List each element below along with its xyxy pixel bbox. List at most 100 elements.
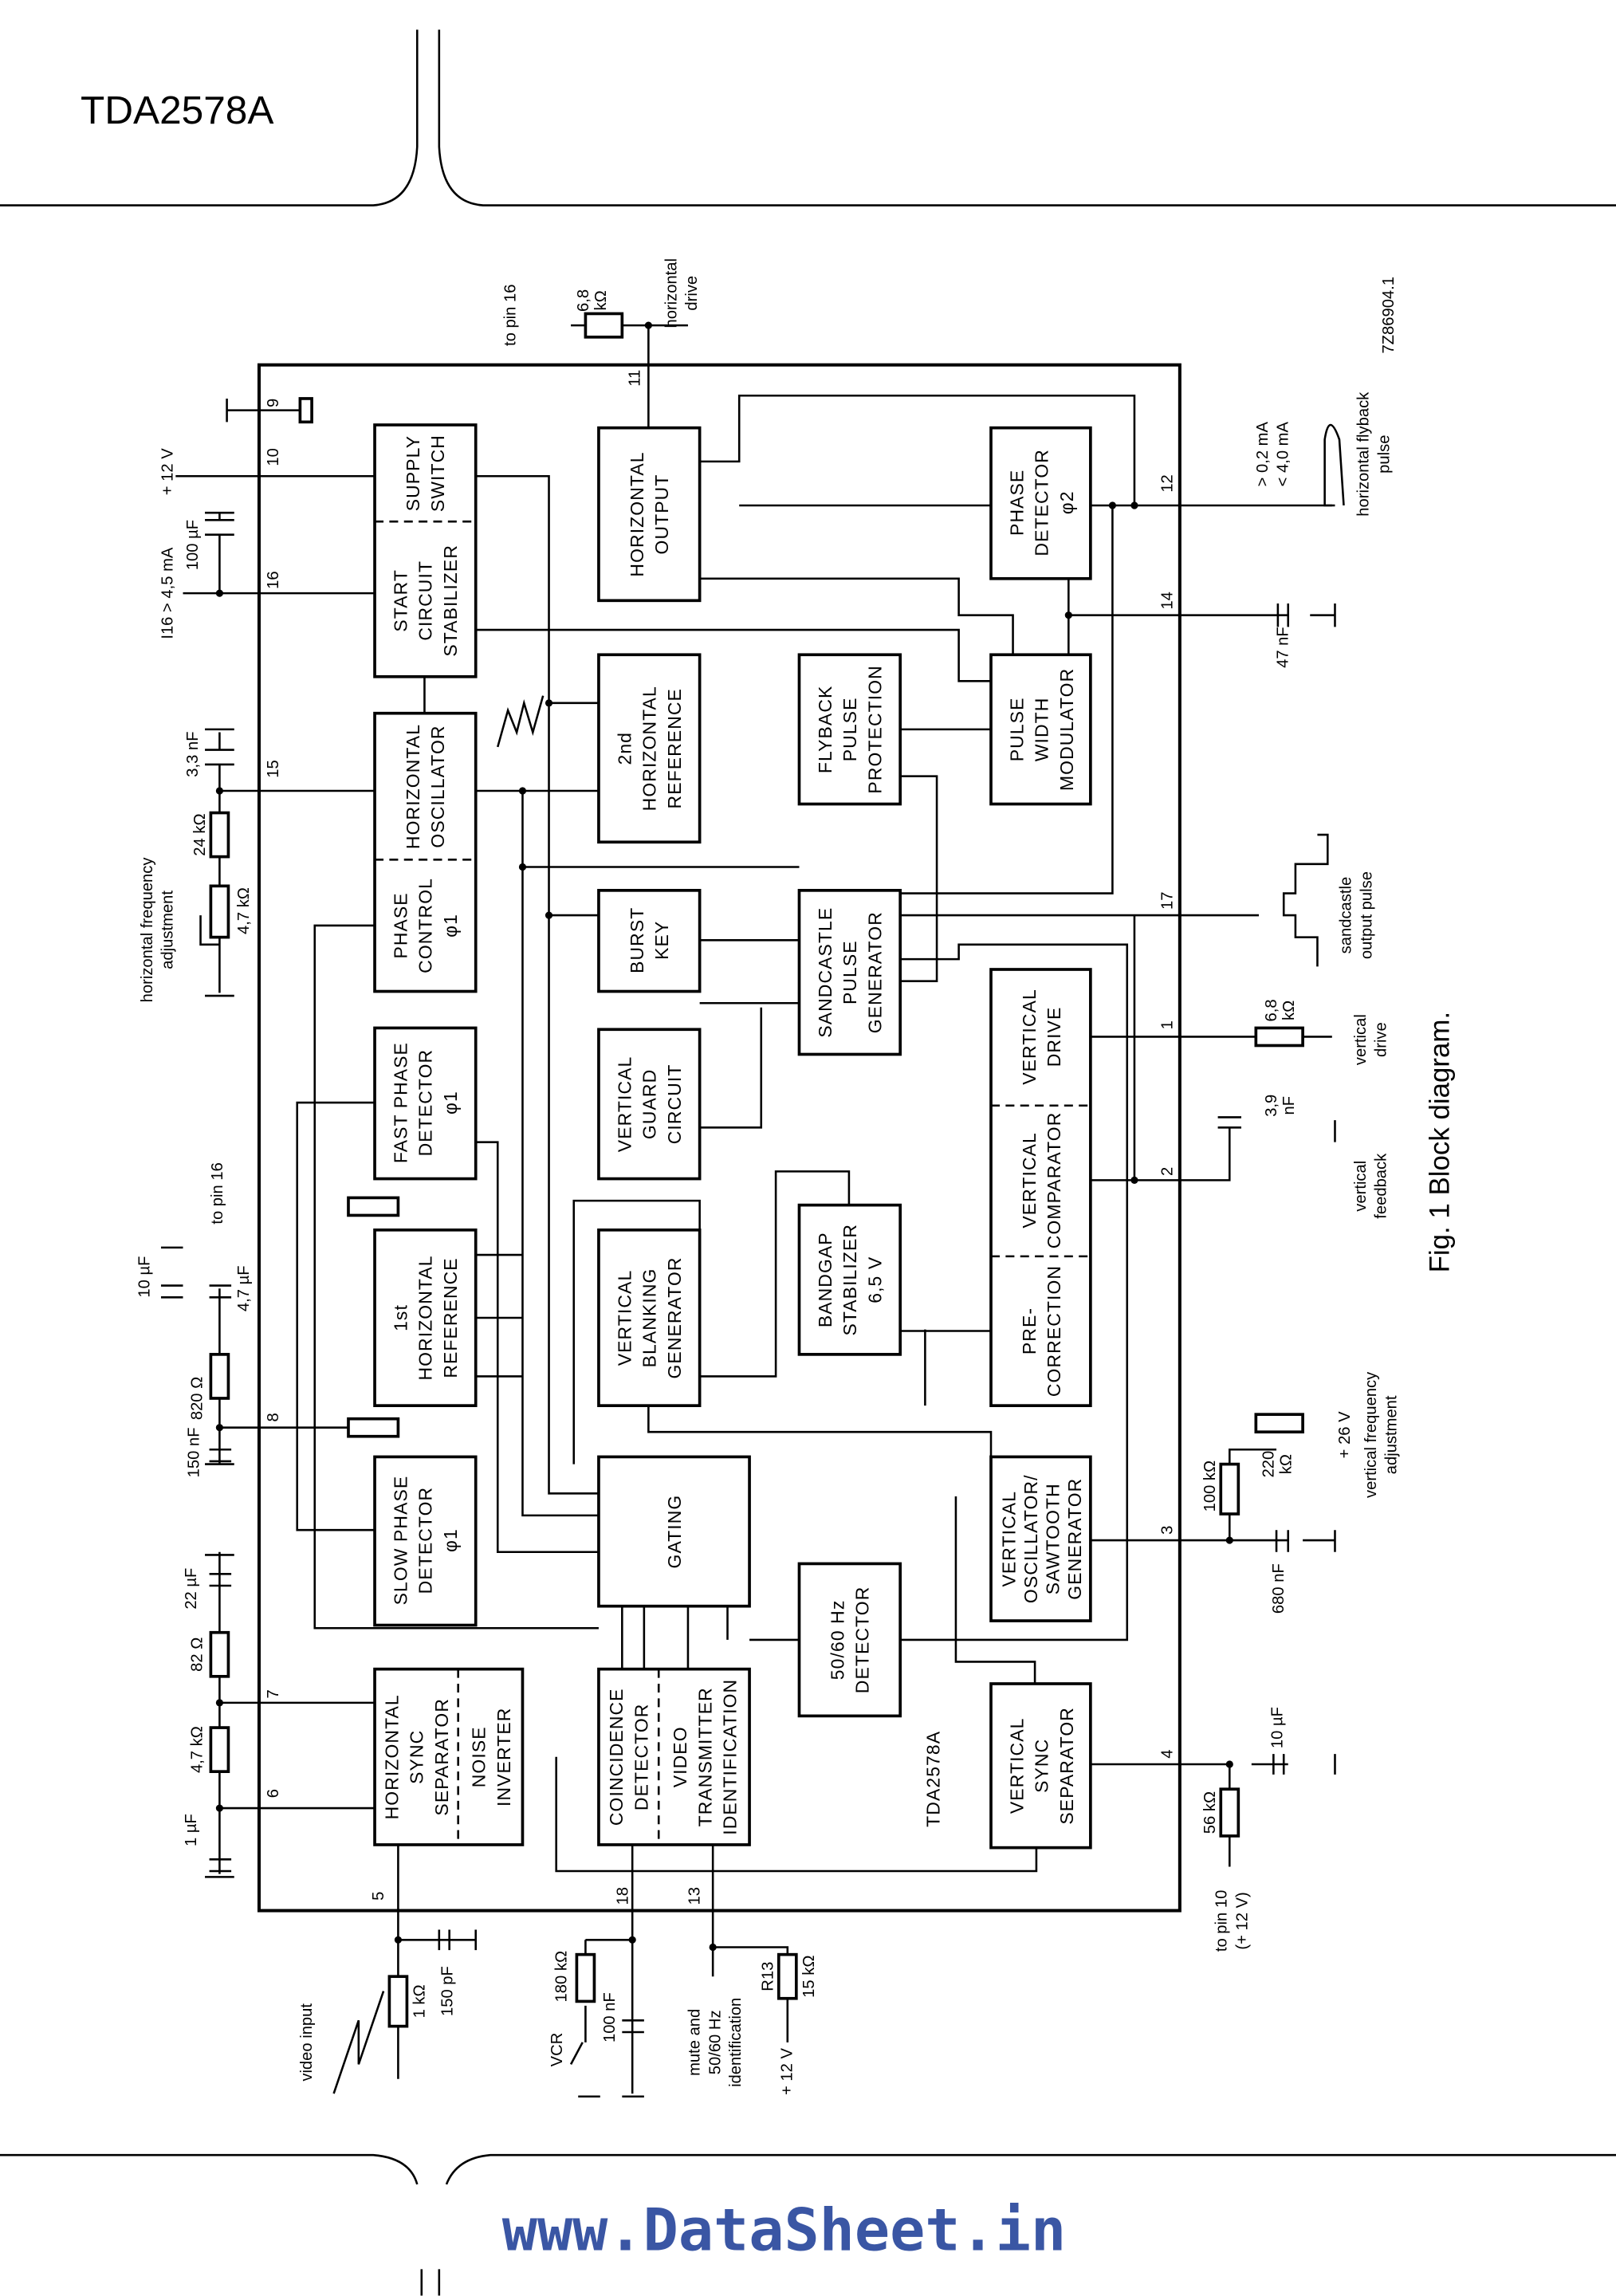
- block-label-bandgap-stabilizer: BANDGAP: [815, 1232, 836, 1327]
- label-to-pin16-left: to pin 16: [209, 1162, 226, 1224]
- label-flyback-current: < 4,0 mA: [1275, 422, 1292, 487]
- pin-number-2: 2: [1159, 1167, 1177, 1176]
- block-horizontal-output: [597, 426, 702, 603]
- label-r-hdrive: 6,8: [575, 289, 592, 312]
- block-label-start-circuit: CIRCUIT: [415, 560, 436, 641]
- label-plus12v-top: + 12 V: [159, 448, 177, 495]
- block-label-noise-inverter: NOISE: [469, 1726, 490, 1787]
- label-r24k: 24 kΩ: [191, 813, 209, 855]
- block-fast-phase-detector: [373, 1026, 478, 1181]
- ground-symbols: [160, 398, 1336, 2098]
- pin-number-16: 16: [265, 571, 282, 588]
- block-sync-separator: [373, 1667, 525, 1846]
- label-vertical-feedback: vertical: [1352, 1161, 1370, 1212]
- block-label-second-horizontal-reference: REFERENCE: [664, 688, 685, 808]
- label-vcr: VCR: [548, 2033, 566, 2067]
- block-label-detector-50-60: 50/60 Hz: [827, 1600, 847, 1681]
- pin-number-15: 15: [265, 760, 282, 777]
- block-label-phase-control: PHASE: [390, 892, 411, 958]
- label-video-input: video input: [298, 2003, 316, 2082]
- pin-number-4: 4: [1159, 1750, 1177, 1759]
- resistor-slow: [347, 1417, 400, 1438]
- block-label-vertical-drive: VERTICAL: [1019, 989, 1040, 1085]
- block-label-noise-inverter: INVERTER: [493, 1708, 514, 1807]
- block-flyback-protection: [797, 653, 902, 806]
- block-vertical-oscillator: [989, 1455, 1092, 1622]
- block-vertical-guard: [597, 1028, 702, 1181]
- label-c3n9: nF: [1280, 1096, 1298, 1115]
- label-r4k7: 4,7 kΩ: [188, 1726, 206, 1773]
- label-plus26v: + 26 V: [1336, 1411, 1354, 1458]
- resistor-24k: [209, 811, 230, 859]
- block-label-phase-detector-2: φ2: [1056, 490, 1077, 514]
- label-vertical-drive: vertical: [1352, 1014, 1370, 1065]
- block-label-vertical-drive: DRIVE: [1044, 1007, 1064, 1067]
- block-label-sandcastle-generator: GENERATOR: [864, 911, 885, 1033]
- sandcastle-waveform-icon: [1282, 833, 1329, 967]
- block-label-phase-control: CONTROL: [415, 878, 436, 973]
- label-r15k: 15 kΩ: [800, 1956, 818, 1998]
- label-r-vdrive: kΩ: [1280, 1001, 1298, 1020]
- block-label-horizontal-oscillator: OSCILLATOR: [427, 725, 448, 847]
- block-oscillator-phase-control: [373, 711, 478, 993]
- block-label-vertical-guard: CIRCUIT: [664, 1064, 685, 1145]
- block-vertical-blanking: [597, 1228, 702, 1407]
- label-mute-ident: mute and: [686, 2009, 704, 2076]
- block-label-sandcastle-generator: PULSE: [839, 940, 860, 1005]
- label-c3n9: 3,9: [1263, 1095, 1280, 1117]
- block-label-pre-correction: PRE-: [1019, 1307, 1040, 1354]
- block-label-first-horizontal-reference: HORIZONTAL: [415, 1255, 436, 1380]
- block-sandcastle: [797, 889, 902, 1056]
- block-label-horizontal-oscillator: HORIZONTAL: [403, 724, 423, 849]
- resistor-1k: [387, 1975, 409, 2028]
- block-label-horizontal-output: HORIZONTAL: [627, 451, 647, 576]
- flyback-pulse-waveform-icon: [1323, 423, 1345, 507]
- block-label-horizontal-sync-separator: SYNC: [407, 1730, 427, 1784]
- block-label-vertical-comparator: VERTICAL: [1019, 1132, 1040, 1229]
- label-hfreq-adj: adjustment: [159, 890, 177, 969]
- label-c22u: 22 µF: [183, 1568, 200, 1610]
- resistor-4k7: [209, 1726, 230, 1773]
- label-plus12v-bottom: + 12 V: [778, 2048, 796, 2095]
- label-horizontal-drive: horizontal: [663, 258, 680, 328]
- label-r180k: 180 kΩ: [553, 1951, 571, 2002]
- resistor-180k: [575, 1952, 596, 2003]
- block-label-phase-detector-2: PHASE: [1006, 470, 1027, 536]
- pin-number-13: 13: [686, 1887, 704, 1905]
- label-flyback-pulse: pulse: [1375, 435, 1393, 474]
- junction-dots: [215, 321, 1233, 1952]
- block-label-fast-phase-detector: φ1: [440, 1091, 461, 1115]
- label-hfreq-adj: horizontal frequency: [139, 857, 156, 1003]
- block-label-vertical-oscillator: VERTICAL: [998, 1491, 1019, 1587]
- label-sandcastle-pulse: sandcastle: [1338, 877, 1355, 954]
- block-label-bandgap-stabilizer: 6,5 V: [864, 1256, 885, 1303]
- block-label-horizontal-output: OUTPUT: [651, 474, 672, 555]
- pin-number-11: 11: [626, 370, 643, 387]
- label-r820: 820 Ω: [188, 1377, 206, 1420]
- block-label-vertical-sync-separator: SEPARATOR: [1056, 1707, 1077, 1825]
- chip-label: TDA2578A: [923, 1731, 944, 1827]
- label-r100k: 100 kΩ: [1201, 1461, 1219, 1512]
- pin-number-8: 8: [265, 1413, 282, 1421]
- vcr-switch-icon[interactable]: [569, 2042, 584, 2065]
- pin-number-5: 5: [370, 1892, 387, 1901]
- watermark: www.DataSheet.in: [502, 2197, 1066, 2265]
- block-label-pulse-width-modulator: MODULATOR: [1056, 668, 1077, 791]
- block-1st-horizontal-reference: [373, 1228, 478, 1407]
- block-label-vertical-blanking: VERTICAL: [614, 1270, 635, 1366]
- block-label-pulse-width-modulator: WIDTH: [1032, 698, 1052, 762]
- label-to-pin10: (+ 12 V): [1233, 1892, 1251, 1949]
- wiring: [160, 312, 1345, 2098]
- block-label-phase-detector-2: DETECTOR: [1032, 449, 1052, 556]
- label-c3n3: 3,3 nF: [184, 731, 202, 776]
- label-r220k: 220: [1260, 1451, 1277, 1478]
- block-label-video-transmitter-identification: VIDEO: [670, 1726, 690, 1787]
- pin9-pad: [298, 397, 313, 424]
- label-to-pin10: to pin 10: [1213, 1890, 1231, 1952]
- part-number-header: TDA2578A: [81, 88, 273, 132]
- block-label-slow-phase-detector: φ1: [440, 1528, 461, 1552]
- block-label-vertical-guard: GUARD: [639, 1069, 660, 1139]
- block-label-slow-phase-detector: DETECTOR: [415, 1487, 436, 1594]
- label-mute-ident: identification: [727, 1998, 745, 2087]
